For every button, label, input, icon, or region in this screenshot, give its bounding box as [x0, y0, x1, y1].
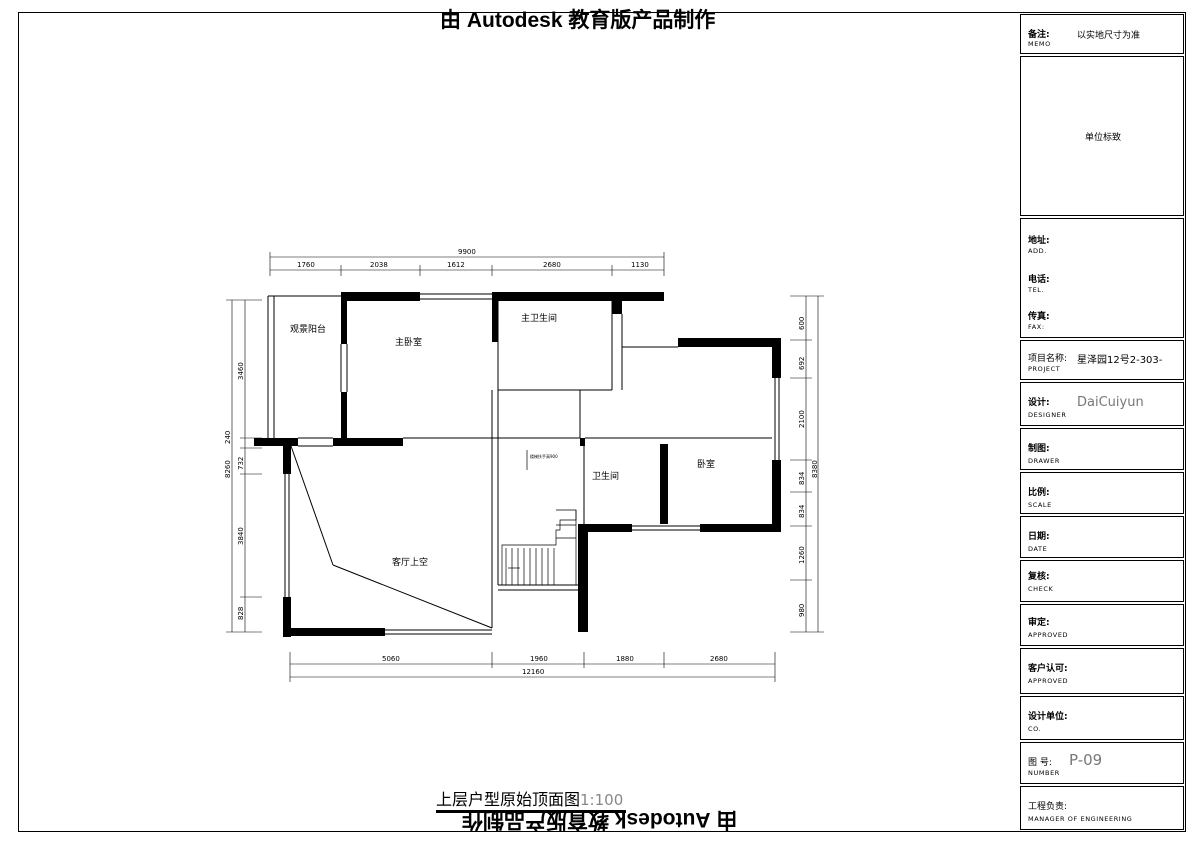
- plan-title-underline: [436, 810, 626, 813]
- dim-bottom-3: 1880: [616, 655, 634, 663]
- dim-top-1: 1760: [297, 261, 315, 269]
- room-label-master-bath: 主卫生间: [521, 312, 557, 324]
- stair-note: 楼梯扶手高900: [530, 453, 558, 459]
- dimension-lines: [226, 252, 824, 682]
- wall: [578, 524, 588, 632]
- wall: [492, 292, 498, 342]
- wall: [283, 628, 385, 636]
- room-label-bedroom: 卧室: [697, 458, 715, 470]
- wall: [678, 338, 780, 347]
- dim-right-1: 600: [798, 317, 806, 330]
- thick-walls: [254, 292, 781, 637]
- wall: [660, 444, 668, 524]
- wall: [492, 292, 664, 301]
- dim-right-total: 8380: [811, 460, 819, 478]
- dim-left-2: 240: [224, 431, 232, 444]
- wall: [254, 438, 298, 446]
- tb-memo: 备注: MEMO 以实地尺寸为准: [1020, 14, 1184, 54]
- plan-scale: 1:100: [580, 791, 624, 809]
- tb-date: 日期: DATE: [1020, 516, 1184, 558]
- wall: [580, 438, 585, 446]
- tb-scale: 比例: SCALE: [1020, 472, 1184, 514]
- dim-left-3: 732: [237, 457, 245, 470]
- tb-logo: 单位标致: [1020, 56, 1184, 216]
- tb-approved: 审定: APPROVED: [1020, 604, 1184, 646]
- room-label-living-void: 客厅上空: [392, 556, 428, 568]
- dim-right-5: 834: [798, 504, 806, 518]
- plan-title: 上层户型原始顶面图1:100: [436, 786, 623, 810]
- dim-top-5: 1130: [631, 261, 649, 269]
- dim-bottom-4: 2680: [710, 655, 728, 663]
- dim-top-3: 1612: [447, 261, 465, 269]
- wall: [772, 460, 781, 532]
- wall: [283, 597, 291, 637]
- tb-company: 设计单位: CO.: [1020, 696, 1184, 740]
- tb-designer: 设计: DESIGNER DaiCuiyun: [1020, 382, 1184, 426]
- dim-top-total: 9900: [458, 248, 476, 256]
- thin-walls: [267, 293, 780, 635]
- stair: [501, 450, 577, 585]
- dim-right-4: 834: [798, 471, 806, 485]
- dim-right-3: 2100: [798, 410, 806, 428]
- watermark-bottom: 由 Autodesk 教育版产品制作: [462, 808, 738, 831]
- dim-right-6: 1260: [798, 546, 806, 564]
- wall: [341, 392, 347, 438]
- drawing-sheet: [18, 12, 1186, 832]
- room-label-master-bedroom: 主卧室: [395, 336, 422, 348]
- tb-number: 图 号: NUMBER P-09: [1020, 742, 1184, 784]
- dim-bottom-1: 5060: [382, 655, 400, 663]
- room-label-bathroom: 卫生间: [592, 470, 619, 482]
- plan-title-text: 上层户型原始顶面图: [436, 790, 581, 809]
- dim-bottom-2: 1960: [530, 655, 548, 663]
- wall: [700, 524, 781, 532]
- wall: [341, 292, 347, 344]
- wall: [582, 524, 632, 532]
- wall: [283, 446, 291, 474]
- tb-client: 客户认可: APPROVED: [1020, 648, 1184, 694]
- dim-left-5: 828: [237, 607, 245, 620]
- dim-right-2: 692: [798, 357, 806, 370]
- tb-project: 项目名称: PROJECT 星泽园12号2-303-: [1020, 340, 1184, 380]
- wall: [333, 438, 403, 446]
- dim-top-4: 2680: [543, 261, 561, 269]
- wall: [772, 338, 781, 378]
- tb-contact: 地址: ADD. 电话: TEL. 传真: FAX:: [1020, 218, 1184, 338]
- tb-manager: 工程负责: MANAGER OF ENGINEERING: [1020, 786, 1184, 830]
- wall: [612, 292, 622, 314]
- dim-top-2: 2038: [370, 261, 388, 269]
- watermark-top: 由 Autodesk 教育版产品制作: [440, 9, 716, 32]
- dim-bottom-total: 12160: [522, 668, 544, 676]
- tb-check: 复核: CHECK: [1020, 560, 1184, 602]
- wall: [341, 292, 420, 301]
- dim-left-1: 3460: [237, 362, 245, 380]
- dim-left-total: 8260: [224, 460, 232, 478]
- room-label-balcony: 观景阳台: [290, 323, 326, 335]
- dim-right-7: 980: [798, 604, 806, 617]
- dim-left-4: 3840: [237, 527, 245, 545]
- tb-drawer: 制图: DRAWER: [1020, 428, 1184, 470]
